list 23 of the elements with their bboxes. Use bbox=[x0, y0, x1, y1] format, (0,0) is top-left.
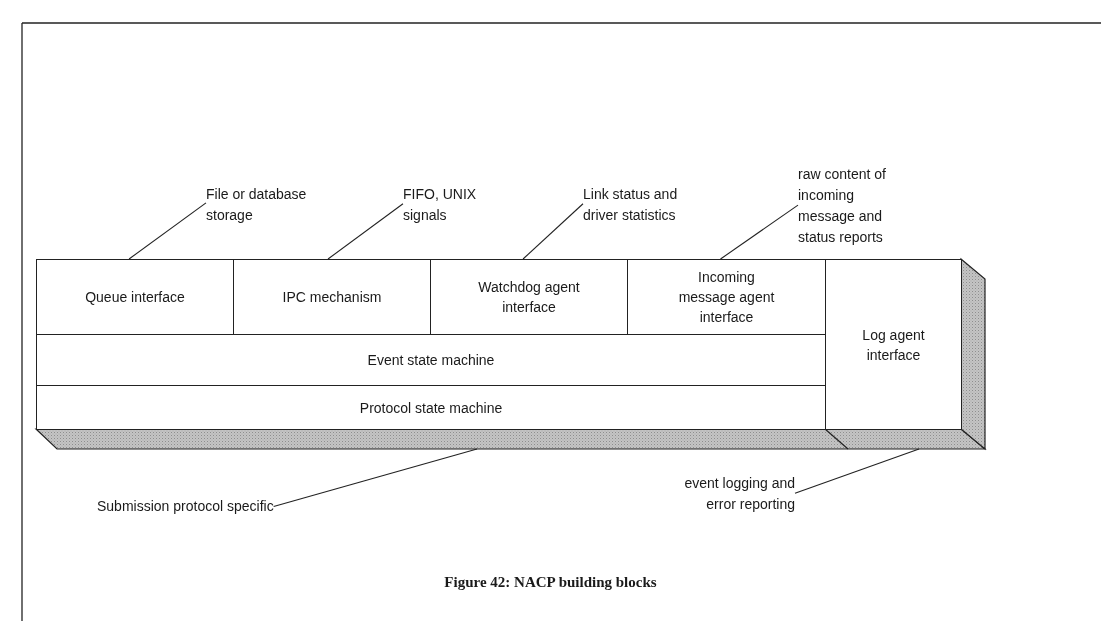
annotation-text: raw content of incoming message and status reports bbox=[798, 166, 886, 245]
component-block bbox=[36, 259, 234, 335]
leader-line bbox=[720, 204, 799, 260]
annotation-text: Submission protocol specific bbox=[97, 498, 274, 514]
block-label: IPC mechanism bbox=[282, 288, 382, 307]
component-block bbox=[36, 385, 826, 430]
leader-line bbox=[327, 203, 404, 260]
block-label: Queue interface bbox=[85, 288, 185, 307]
annotation-text: event logging and error reporting bbox=[684, 475, 795, 512]
annotation-text: File or database storage bbox=[206, 186, 307, 223]
annotation-text: Link status and driver statistics bbox=[583, 186, 678, 223]
leader-line bbox=[128, 202, 207, 260]
leader-line bbox=[522, 203, 584, 260]
figure-caption: Figure 42: NACP building blocks bbox=[444, 574, 657, 590]
annotation-text: FIFO, UNIX signals bbox=[403, 186, 477, 223]
leader-line bbox=[273, 448, 478, 508]
block-label: Protocol state machine bbox=[359, 398, 503, 418]
block-label: Log agent interface bbox=[861, 325, 926, 365]
leader-line bbox=[794, 448, 920, 494]
block-label: Event state machine bbox=[367, 351, 495, 370]
block-label: Incoming message agent interface bbox=[677, 268, 776, 327]
block-label: Watchdog agent interface bbox=[477, 278, 581, 317]
component-block bbox=[825, 259, 962, 430]
